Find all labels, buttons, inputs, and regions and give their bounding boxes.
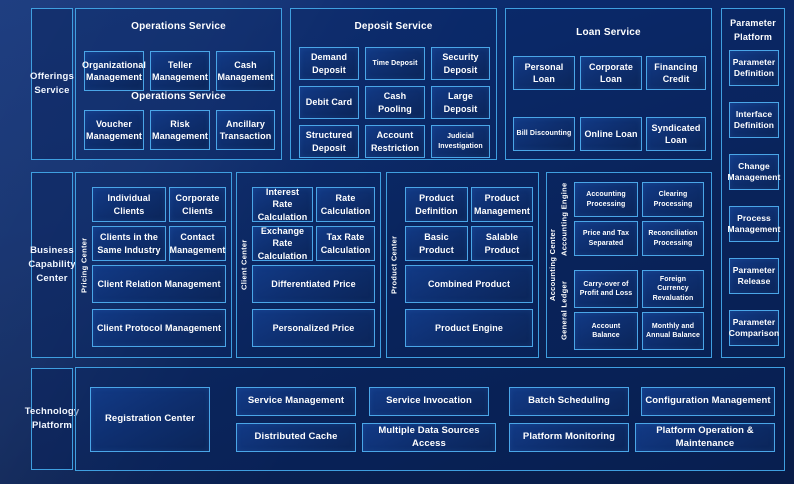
group-operations-service[interactable]: Operations Service Operations Service Or… — [75, 8, 282, 160]
cell-product-definition[interactable]: Product Definition — [405, 187, 468, 222]
cell-multiple-data-sources-access[interactable]: Multiple Data Sources Access — [362, 423, 496, 452]
group-pricing-center[interactable]: Pricing Center Individual Clients Corpor… — [75, 172, 232, 358]
row-label-business-capability-center-text: Business Capability Center — [28, 245, 76, 284]
cell-debit-card[interactable]: Debit Card — [299, 86, 359, 119]
cell-configuration-management[interactable]: Configuration Management — [641, 387, 775, 416]
cell-teller-management[interactable]: Teller Management — [150, 51, 210, 91]
cell-corporate-clients[interactable]: Corporate Clients — [169, 187, 226, 222]
cell-parameter-definition[interactable]: Parameter Definition — [729, 50, 779, 86]
group-title-operations-service: Operations Service — [131, 21, 226, 32]
cell-process-management[interactable]: Process Management — [728, 206, 780, 242]
cell-tax-rate-calculation[interactable]: Tax Rate Calculation — [316, 226, 375, 261]
row-label-offerings-service-text: Offerings Service — [29, 71, 75, 96]
vlabel-product-center: Product Center — [389, 235, 399, 295]
group-parameter-platform[interactable]: Parameter Platform Parameter Definition … — [721, 8, 785, 358]
cell-client-protocol-management[interactable]: Client Protocol Management — [92, 309, 226, 347]
cell-account-restriction[interactable]: Account Restriction — [365, 125, 425, 158]
cell-risk-management[interactable]: Risk Management — [150, 110, 210, 150]
cell-parameter-comparison[interactable]: Parameter Comparison — [729, 310, 779, 346]
group-client-center[interactable]: Client Center Interest Rate Calculation … — [236, 172, 381, 358]
cell-interest-rate-calculation[interactable]: Interest Rate Calculation — [252, 187, 313, 222]
cell-price-and-tax-separated[interactable]: Price and Tax Separated — [574, 221, 638, 256]
cell-personal-loan[interactable]: Personal Loan — [513, 56, 575, 90]
cell-voucher-management[interactable]: Voucher Management — [84, 110, 144, 150]
cell-contact-management[interactable]: Contact Management — [169, 226, 226, 261]
cell-reconciliation-processing[interactable]: Reconciliation Processing — [642, 221, 704, 256]
cell-organizational-management[interactable]: Organizational Management — [82, 51, 146, 91]
group-title-parameter-platform: Parameter Platform — [730, 18, 776, 42]
cell-judicial-investigation[interactable]: Judicial Investigation — [431, 125, 490, 158]
cell-cash-pooling[interactable]: Cash Pooling — [365, 86, 425, 119]
cell-service-management[interactable]: Service Management — [236, 387, 356, 416]
cell-online-loan[interactable]: Online Loan — [580, 117, 642, 151]
cell-syndicated-loan[interactable]: Syndicated Loan — [646, 117, 706, 151]
cell-ancillary-transaction[interactable]: Ancillary Transaction — [216, 110, 275, 150]
cell-clearing-processing[interactable]: Clearing Processing — [642, 182, 704, 217]
cell-differentiated-price[interactable]: Differentiated Price — [252, 265, 375, 303]
cell-clients-same-industry[interactable]: Clients in the Same Industry — [92, 226, 166, 261]
cell-salable-product[interactable]: Salable Product — [471, 226, 533, 261]
group-title-deposit-service: Deposit Service — [354, 21, 433, 32]
cell-platform-monitoring[interactable]: Platform Monitoring — [509, 423, 629, 452]
cell-interface-definition[interactable]: Interface Definition — [729, 102, 779, 138]
cell-financing-credit[interactable]: Financing Credit — [646, 56, 706, 90]
cell-change-management[interactable]: Change Management — [728, 154, 780, 190]
cell-product-management[interactable]: Product Management — [471, 187, 533, 222]
cell-combined-product[interactable]: Combined Product — [405, 265, 533, 303]
group-deposit-service[interactable]: Deposit Service Demand Deposit Time Depo… — [290, 8, 497, 160]
row-label-technology-platform[interactable]: Technology Platform — [25, 368, 79, 470]
cell-personalized-price[interactable]: Personalized Price — [252, 309, 375, 347]
cell-corporate-loan[interactable]: Corporate Loan — [580, 56, 642, 90]
vlabel-accounting-center: Accounting Center — [548, 228, 557, 302]
vlabel-client-center: Client Center — [239, 239, 249, 291]
cell-cash-management[interactable]: Cash Management — [216, 51, 275, 91]
cell-product-engine[interactable]: Product Engine — [405, 309, 533, 347]
cell-account-balance[interactable]: Account Balance — [574, 312, 638, 350]
vlabel-accounting-engine: Accounting Engine — [559, 182, 569, 256]
cell-foreign-currency-revaluation[interactable]: Foreign Currency Revaluation — [642, 270, 704, 308]
cell-exchange-rate-calculation[interactable]: Exchange Rate Calculation — [252, 226, 313, 261]
group-subtitle-operations-service: Operations Service — [131, 91, 226, 102]
cell-carry-over-of-profit-and-loss[interactable]: Carry-over of Profit and Loss — [574, 270, 638, 308]
cell-batch-scheduling[interactable]: Batch Scheduling — [509, 387, 629, 416]
cell-accounting-processing[interactable]: Accounting Processing — [574, 182, 638, 217]
cell-time-deposit[interactable]: Time Deposit — [365, 47, 425, 80]
cell-parameter-release[interactable]: Parameter Release — [729, 258, 779, 294]
group-accounting-center[interactable]: Accounting Center Accounting Engine Gene… — [546, 172, 712, 358]
cell-rate-calculation[interactable]: Rate Calculation — [316, 187, 375, 222]
vlabel-pricing-center: Pricing Center — [79, 237, 89, 293]
cell-registration-center[interactable]: Registration Center — [90, 387, 210, 452]
row-label-business-capability-center[interactable]: Business Capability Center — [28, 172, 76, 358]
cell-basic-product[interactable]: Basic Product — [405, 226, 468, 261]
cell-distributed-cache[interactable]: Distributed Cache — [236, 423, 356, 452]
cell-platform-operation-maintenance[interactable]: Platform Operation & Maintenance — [635, 423, 775, 452]
row-label-offerings-service[interactable]: Offerings Service — [29, 8, 75, 160]
cell-structured-deposit[interactable]: Structured Deposit — [299, 125, 359, 158]
group-technology-platform[interactable]: Registration Center Service Management D… — [75, 367, 785, 471]
cell-monthly-and-annual-balance[interactable]: Monthly and Annual Balance — [642, 312, 704, 350]
group-loan-service[interactable]: Loan Service Personal Loan Corporate Loa… — [505, 8, 712, 160]
group-product-center[interactable]: Product Center Product Definition Produc… — [386, 172, 539, 358]
cell-service-invocation[interactable]: Service Invocation — [369, 387, 489, 416]
group-title-loan-service: Loan Service — [576, 27, 641, 38]
vlabel-general-ledger: General Ledger — [559, 280, 569, 340]
row-label-technology-platform-text: Technology Platform — [24, 406, 80, 431]
cell-bill-discounting[interactable]: Bill Discounting — [513, 117, 575, 151]
cell-large-deposit[interactable]: Large Deposit — [431, 86, 490, 119]
cell-client-relation-management[interactable]: Client Relation Management — [92, 265, 226, 303]
cell-security-deposit[interactable]: Security Deposit — [431, 47, 490, 80]
cell-individual-clients[interactable]: Individual Clients — [92, 187, 166, 222]
cell-demand-deposit[interactable]: Demand Deposit — [299, 47, 359, 80]
